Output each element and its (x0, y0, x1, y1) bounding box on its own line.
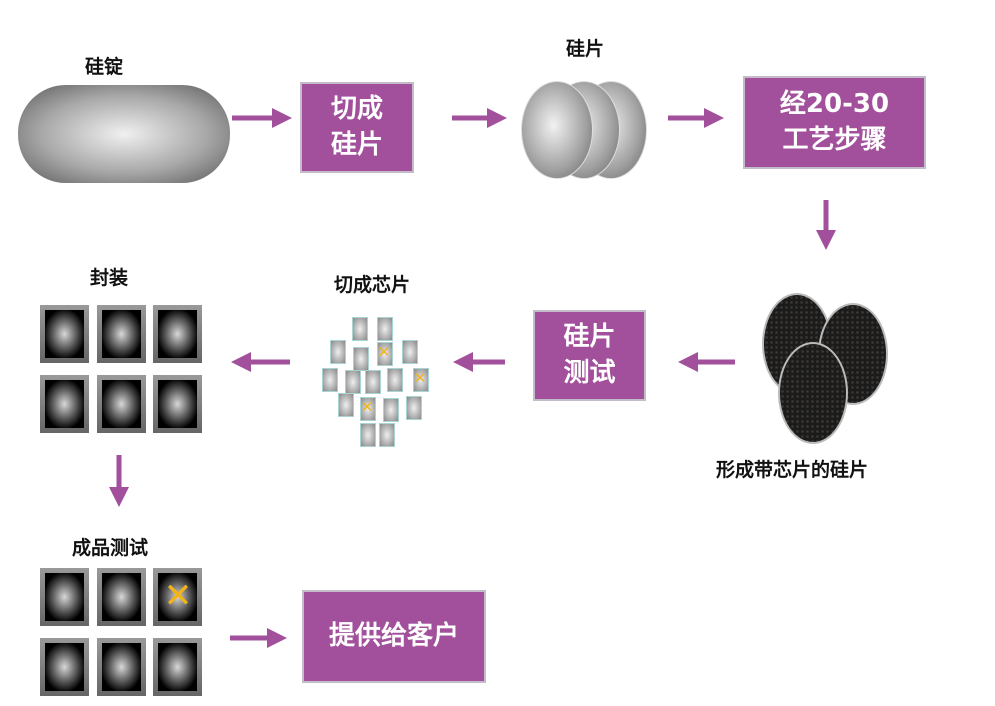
wafer-test-box: 硅片 测试 (533, 310, 646, 401)
die (102, 573, 141, 621)
box-line: 硅片 (563, 322, 616, 353)
die (158, 310, 197, 358)
die (45, 380, 84, 428)
die (45, 643, 84, 691)
chip (377, 342, 393, 366)
chip (360, 397, 376, 421)
chip (377, 317, 393, 341)
die (102, 380, 141, 428)
die (158, 643, 197, 691)
box-line: 测试 (563, 357, 616, 388)
package-chip (40, 638, 89, 696)
package-chip (97, 375, 146, 433)
box-line: 工艺步骤 (782, 124, 887, 155)
package-chip (40, 375, 89, 433)
die (102, 310, 141, 358)
package-chip (153, 568, 202, 626)
packaging-label: 封装 (90, 267, 129, 289)
box-line: 经20-30 (779, 89, 890, 120)
package-chip (97, 638, 146, 696)
defect-mark: ✕ (377, 343, 391, 361)
chip (322, 368, 338, 392)
die (102, 643, 141, 691)
chip (406, 396, 422, 420)
chip (379, 423, 395, 447)
chip (330, 340, 346, 364)
package-chip (153, 305, 202, 363)
wafer-with-chips-label: 形成带芯片的硅片 (716, 459, 869, 481)
box-line: 硅片 (330, 129, 383, 160)
package-chip (153, 375, 202, 433)
die (45, 310, 84, 358)
die (158, 573, 197, 621)
die (45, 573, 84, 621)
wafer-label: 硅片 (566, 38, 605, 60)
package-chip (153, 638, 202, 696)
defect-mark: ✕ (360, 398, 374, 416)
package-chip (40, 568, 89, 626)
wafer-disc (521, 81, 593, 179)
die (158, 380, 197, 428)
package-chip (97, 568, 146, 626)
chip (353, 347, 369, 371)
defect-mark: ✕ (413, 369, 427, 387)
chip (338, 393, 354, 417)
process-steps-box: 经20-30 工艺步骤 (743, 76, 926, 169)
package-chip (97, 305, 146, 363)
chip (365, 370, 381, 394)
chip (383, 398, 399, 422)
chip-wafer (778, 342, 848, 444)
ingot-label: 硅锭 (85, 56, 124, 78)
cut-wafer-box: 切成 硅片 (300, 82, 414, 173)
package-chip (40, 305, 89, 363)
chip (352, 317, 368, 341)
final-test-label: 成品测试 (72, 537, 149, 559)
chip (387, 368, 403, 392)
silicon-ingot (18, 85, 230, 183)
chip (345, 370, 361, 394)
chip (413, 368, 429, 392)
deliver-box: 提供给客户 (302, 590, 486, 683)
chip (360, 423, 376, 447)
box-line: 提供给客户 (328, 620, 459, 651)
defect-mark: ✕ (163, 576, 193, 616)
box-line: 切成 (330, 94, 383, 125)
chip (402, 340, 418, 364)
dicing-label: 切成芯片 (334, 274, 411, 296)
